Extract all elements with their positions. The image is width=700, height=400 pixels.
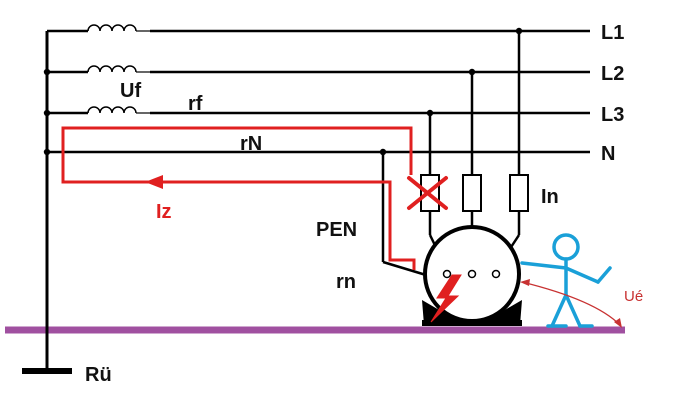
label-rn: rn xyxy=(336,271,356,293)
label-rf: rf xyxy=(188,93,203,115)
label-l2: L2 xyxy=(601,63,624,85)
line-l3 xyxy=(47,106,590,115)
label-ue: Ué xyxy=(624,288,643,305)
fault-current-path xyxy=(61,126,416,270)
line-l1 xyxy=(47,24,590,33)
fuse-l1 xyxy=(509,174,529,212)
coil-icon xyxy=(87,65,137,73)
lightning-icon xyxy=(430,274,462,323)
line-l2 xyxy=(47,65,590,74)
label-uf: Uf xyxy=(120,80,141,102)
fuse-l2 xyxy=(462,174,482,212)
motor xyxy=(422,225,522,326)
label-ru: Rü xyxy=(85,364,112,386)
coil-icon xyxy=(87,24,137,32)
label-in: In xyxy=(541,186,559,208)
label-l3: L3 xyxy=(601,104,624,126)
label-pen: PEN xyxy=(316,219,357,241)
motor-base xyxy=(422,300,522,325)
coil-icon xyxy=(87,106,137,114)
touch-voltage-arrow xyxy=(520,279,622,328)
label-n: N xyxy=(601,143,615,165)
label-rN: rN xyxy=(240,133,262,155)
label-iz: Iz xyxy=(156,201,172,223)
label-l1: L1 xyxy=(601,22,624,44)
stick-figure-icon xyxy=(520,233,612,328)
current-arrow xyxy=(145,175,163,189)
red-x-icon xyxy=(407,176,448,210)
